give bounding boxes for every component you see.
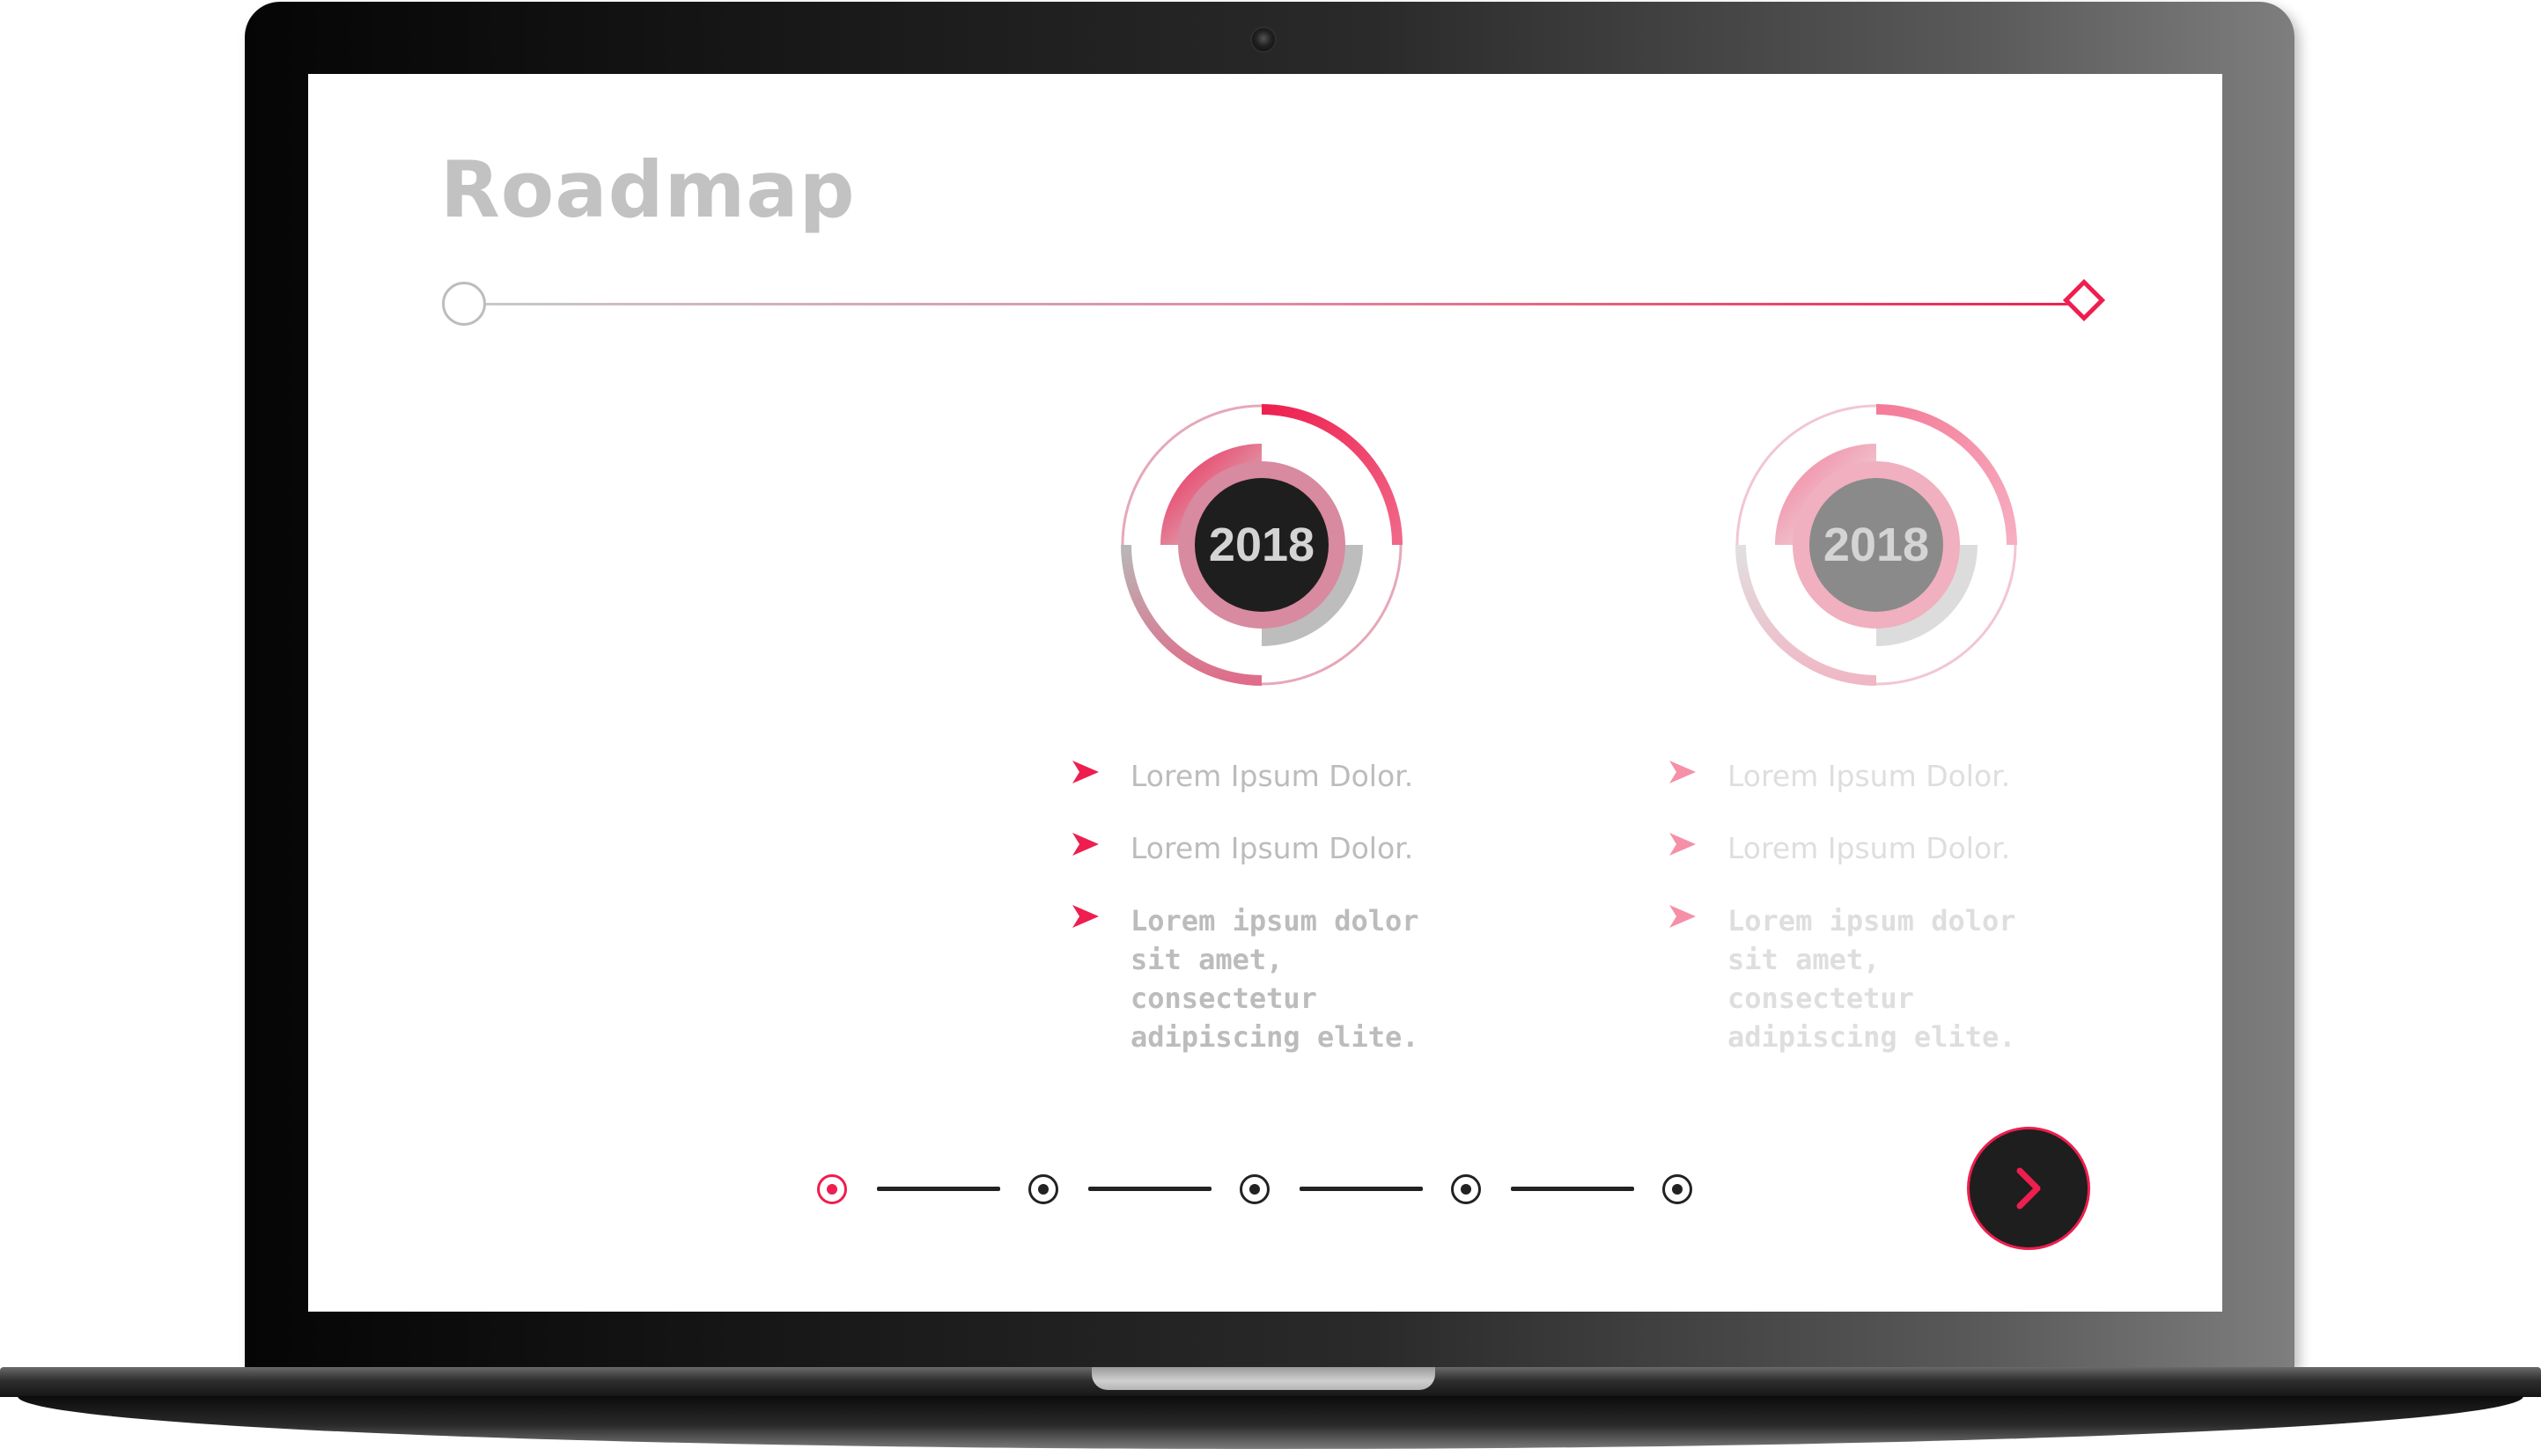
bullet-text: Lorem Ipsum Dolor.: [1727, 831, 2011, 865]
arrow-bullet-icon: [1072, 833, 1099, 856]
pager-connector: [1511, 1187, 1634, 1191]
year-ring-1-graphic: [1121, 404, 1403, 686]
list-item: Lorem ipsum dolor sit amet, consectetur …: [1072, 901, 1486, 1056]
pager-dot-1[interactable]: [817, 1174, 847, 1204]
bullet-list-1: Lorem Ipsum Dolor. Lorem Ipsum Dolor. Lo…: [1072, 757, 1486, 1090]
chevron-right-icon: [2016, 1167, 2041, 1210]
year-label-1: 2018: [1208, 518, 1315, 571]
year-ring-1: 2018: [1116, 400, 1407, 690]
pager-connector: [1300, 1187, 1423, 1191]
list-item: Lorem Ipsum Dolor.: [1669, 829, 2083, 868]
arrow-bullet-icon: [1669, 761, 1696, 783]
pager-dot-3[interactable]: [1240, 1174, 1270, 1204]
list-item: Lorem Ipsum Dolor.: [1072, 829, 1486, 868]
slide-title: Roadmap: [440, 144, 856, 235]
next-slide-button[interactable]: [1967, 1127, 2090, 1250]
bullet-text: Lorem ipsum dolor sit amet, consectetur …: [1131, 904, 1419, 1054]
list-item: Lorem Ipsum Dolor.: [1669, 757, 2083, 796]
timeline-start-circle-icon: [442, 282, 486, 326]
bullet-list-2: Lorem Ipsum Dolor. Lorem Ipsum Dolor. Lo…: [1669, 757, 2083, 1090]
timeline-line: [486, 303, 2090, 305]
bullet-text: Lorem Ipsum Dolor.: [1131, 831, 1414, 865]
bullet-text: Lorem Ipsum Dolor.: [1727, 759, 2011, 793]
pager-connector: [1088, 1187, 1212, 1191]
arrow-bullet-icon: [1072, 905, 1099, 928]
slide-screen: Roadmap: [308, 74, 2222, 1312]
laptop-notch: [1092, 1367, 1435, 1390]
arrow-bullet-icon: [1669, 905, 1696, 928]
timeline-end-diamond-icon: [2062, 278, 2106, 322]
arrow-bullet-icon: [1669, 833, 1696, 856]
pager-dot-2[interactable]: [1028, 1174, 1058, 1204]
year-label-2: 2018: [1823, 518, 1930, 571]
bullet-text: Lorem ipsum dolor sit amet, consectetur …: [1727, 904, 2016, 1054]
year-ring-2-graphic: [1735, 404, 2017, 686]
laptop-base-shadow: [18, 1396, 2523, 1449]
pager-connector: [877, 1187, 1000, 1191]
camera-icon: [1250, 26, 1277, 53]
arrow-bullet-icon: [1072, 761, 1099, 783]
pager-dot-4[interactable]: [1451, 1174, 1481, 1204]
year-ring-2: 2018: [1731, 400, 2022, 690]
list-item: Lorem Ipsum Dolor.: [1072, 757, 1486, 796]
bullet-text: Lorem Ipsum Dolor.: [1131, 759, 1414, 793]
pager-dot-5[interactable]: [1662, 1174, 1692, 1204]
list-item: Lorem ipsum dolor sit amet, consectetur …: [1669, 901, 2083, 1056]
